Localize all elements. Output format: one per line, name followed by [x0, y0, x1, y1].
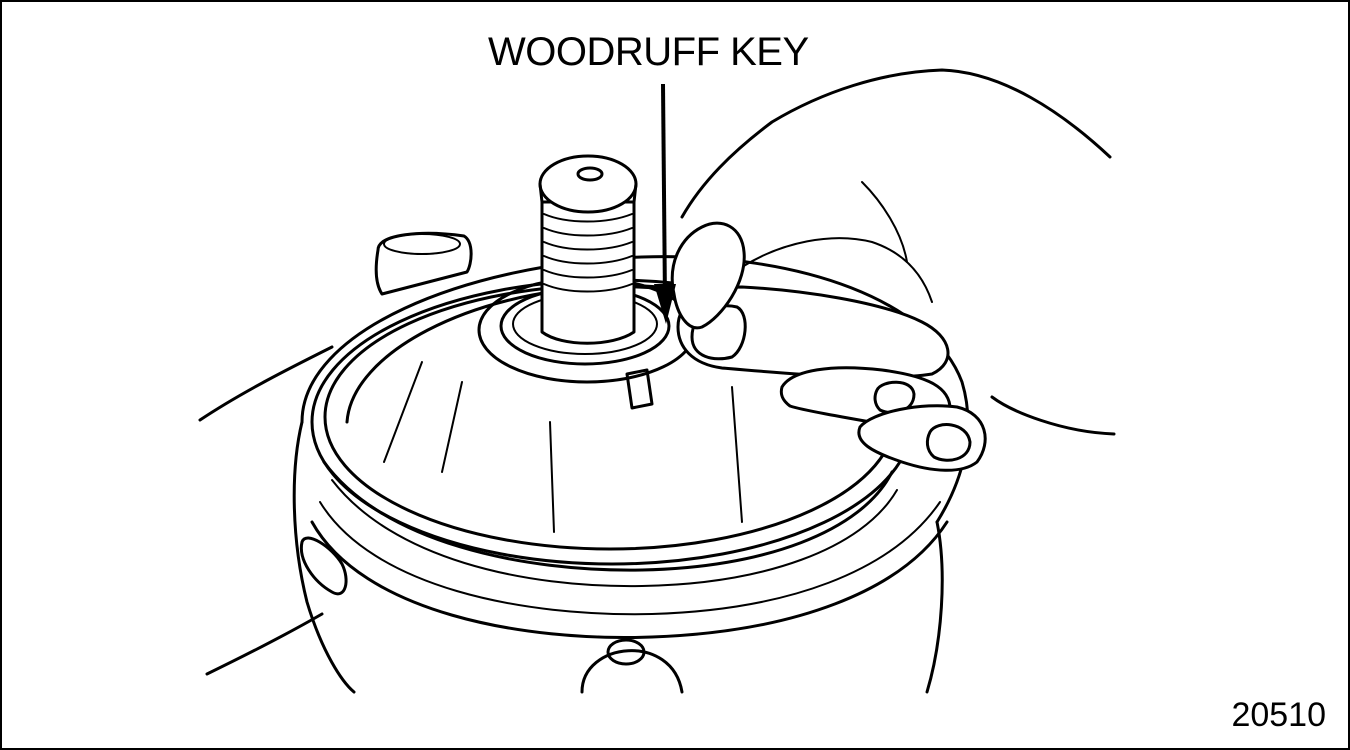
flange-ring-lower-edge-2 — [331, 479, 898, 588]
hand-palm-lower — [990, 395, 1116, 436]
hand-crease — [861, 181, 908, 263]
callout-arrow-shaft — [661, 83, 667, 303]
shaft-body — [540, 200, 636, 345]
housing-body-right — [925, 520, 944, 694]
hand-knuckle-line — [741, 237, 933, 303]
housing-lower-band — [310, 520, 949, 639]
figure-number: 20510 — [1231, 696, 1326, 734]
thumb — [670, 221, 746, 330]
cover-rib-2 — [549, 421, 555, 533]
index-finger — [676, 285, 950, 379]
mounting-boss — [580, 649, 684, 694]
shaft-center-hole — [576, 166, 604, 182]
key-slot — [625, 368, 654, 410]
shaft-tip — [538, 154, 638, 214]
callout-label: WOODRUFF KEY — [488, 30, 809, 74]
flange-ring-lower-edge — [322, 460, 894, 572]
cover-rib-1 — [383, 361, 423, 463]
left-body-line-upper — [198, 345, 334, 422]
housing-lower-band-2 — [319, 501, 941, 616]
ring-fingernail — [925, 423, 972, 462]
housing-body-left — [292, 420, 356, 694]
side-slot — [299, 536, 348, 596]
housing-boss — [374, 231, 473, 296]
cover-rib-4 — [441, 381, 463, 473]
shaft-threads — [543, 213, 633, 293]
arrow-down-icon — [654, 284, 676, 324]
hand-outline-top — [680, 68, 1112, 219]
ring-finger — [857, 404, 987, 472]
cover-rib-3 — [731, 386, 743, 523]
shaft-tip-sides — [538, 182, 638, 204]
housing-boss-top — [383, 233, 461, 255]
left-body-line-lower — [205, 612, 324, 676]
